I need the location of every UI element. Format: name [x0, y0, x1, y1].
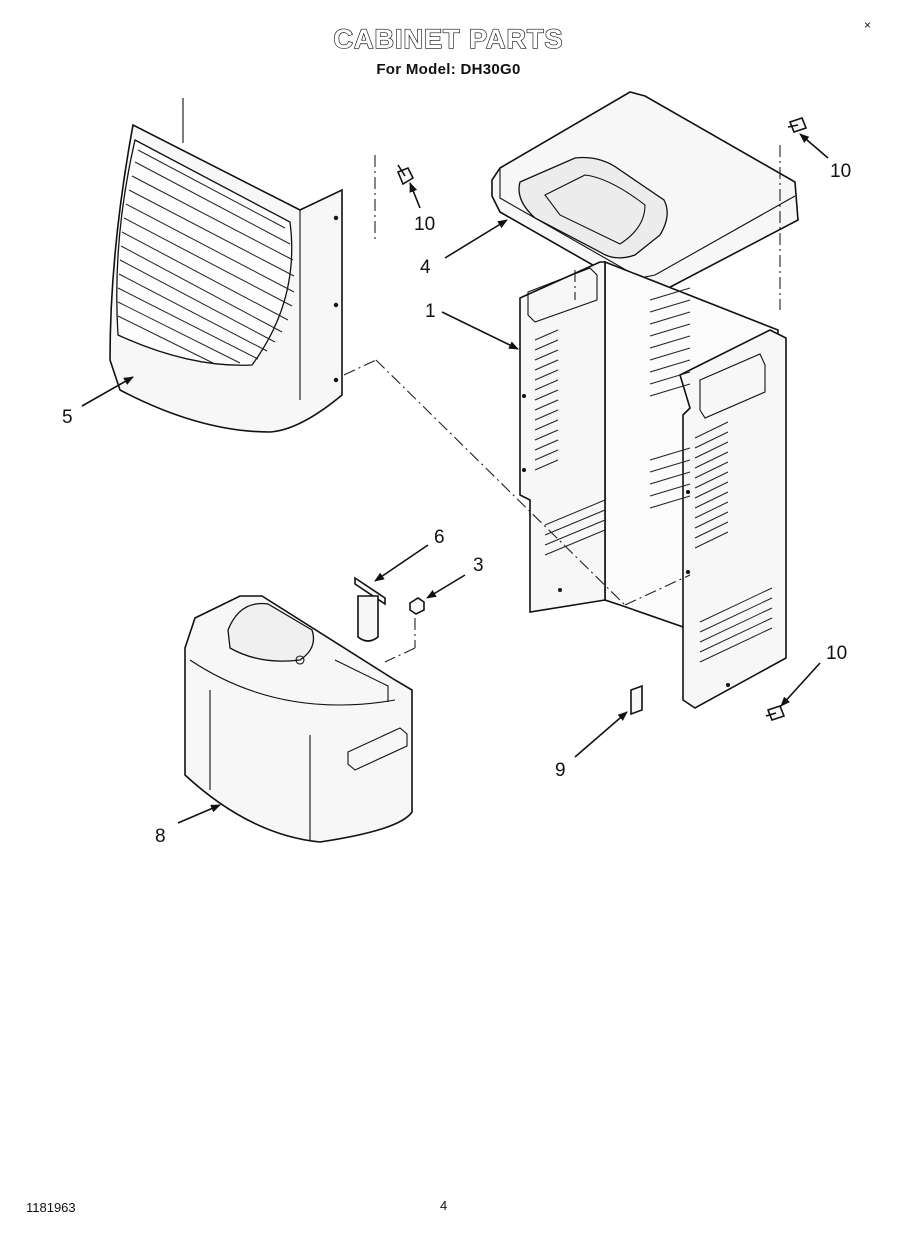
front-grille-panel [109, 98, 343, 433]
float-assembly [354, 576, 386, 642]
page-number: 4 [440, 1198, 448, 1213]
rear-vent-slots [649, 287, 691, 509]
callout-1: 1 [425, 301, 436, 322]
model-subtitle: For Model: DH30G0 [376, 61, 521, 78]
assembly-lines [343, 145, 781, 606]
top-cover [491, 91, 799, 296]
leader-arrows [81, 133, 829, 824]
screw-top-right [787, 117, 808, 133]
callout-6: 6 [434, 527, 445, 548]
callout-3: 3 [473, 555, 484, 576]
float-clip [384, 597, 425, 663]
callout-9: 9 [555, 760, 566, 781]
callout-4: 4 [420, 257, 431, 278]
screw-bottom-right [765, 705, 786, 721]
callout-10-top-right: 10 [830, 161, 851, 182]
grille-louvers [117, 149, 295, 365]
left-vent-slots [534, 329, 606, 556]
document-number: 1181963 [26, 1200, 76, 1215]
screw-top-left [396, 164, 415, 186]
callout-10-bottom-right: 10 [826, 643, 847, 664]
callout-5: 5 [62, 407, 73, 428]
water-bucket [184, 595, 413, 843]
cabinet-shell [519, 260, 787, 709]
callout-8: 8 [155, 826, 166, 847]
right-vent-slots [694, 421, 773, 663]
page-title: CABINET PARTS [333, 23, 564, 54]
corner-mark: × [864, 18, 872, 32]
callout-10-top-left: 10 [414, 214, 435, 235]
small-bracket [630, 684, 643, 716]
